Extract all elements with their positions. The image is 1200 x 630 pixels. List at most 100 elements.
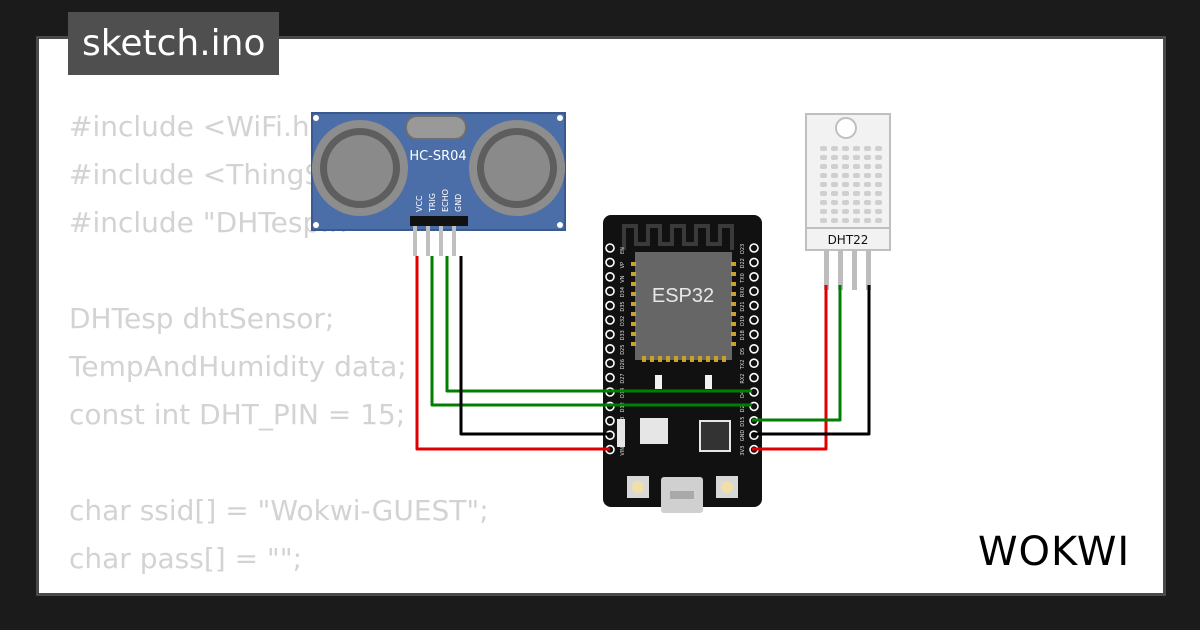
pin-label: TX0 (740, 273, 746, 284)
sensor-label: HC-SR04 (409, 149, 466, 164)
wire-dht-gnd[interactable] (752, 285, 871, 436)
pin-d5[interactable] (749, 343, 759, 354)
pin-label: D26 (620, 359, 626, 369)
grille-hole (864, 191, 871, 196)
grille-hole (853, 218, 860, 223)
pin-label: VIN (620, 447, 626, 456)
grille-hole (853, 173, 860, 178)
pin-tx2[interactable] (749, 358, 759, 369)
grille-hole (875, 200, 882, 205)
pin-label: D32 (620, 316, 626, 326)
pin-label: D18 (740, 330, 746, 340)
pin-label: GND (454, 194, 463, 212)
boot-button[interactable] (716, 476, 738, 498)
grille-hole (842, 164, 849, 169)
wire-dht-data[interactable] (752, 285, 842, 422)
wire-ultrasonic-trig[interactable] (430, 256, 752, 407)
pin-label: D34 (620, 287, 626, 297)
pin-d23[interactable] (749, 243, 759, 253)
esp32-board[interactable]: ESP32 ENVPVND34D35D32D33D25D26D27D14D12D… (603, 215, 762, 513)
pin-label: GND (620, 430, 626, 442)
pin-d27[interactable] (605, 372, 615, 383)
grille-hole (864, 200, 871, 205)
pin-d21[interactable] (749, 300, 759, 311)
pin-d19[interactable] (749, 315, 759, 325)
grille-hole (875, 218, 882, 223)
grille-hole (831, 182, 838, 187)
pin-label: RX0 (740, 287, 746, 297)
pin-d22[interactable] (749, 257, 759, 268)
pin-d32[interactable] (605, 315, 615, 325)
code-line: char ssid[] = "Wokwi-GUEST"; (69, 494, 489, 527)
trig-pin[interactable] (426, 226, 430, 256)
pin-d13[interactable] (605, 415, 615, 426)
pin-label: VCC (415, 195, 424, 212)
pin-label: D33 (620, 330, 626, 340)
pin-vp[interactable] (605, 257, 615, 268)
pin-en[interactable] (605, 243, 615, 253)
grille-hole (864, 146, 871, 151)
grille-hole (875, 155, 882, 160)
grille-hole (842, 200, 849, 205)
grille-hole (842, 173, 849, 178)
pin-label: D13 (620, 417, 626, 427)
wire-ultrasonic-echo[interactable] (445, 256, 752, 393)
pin-label: D4 (740, 391, 746, 398)
dht22-sensor[interactable]: DHT22 (805, 113, 891, 290)
grille-hole (831, 200, 838, 205)
grille-hole (820, 155, 827, 160)
grille-hole (831, 209, 838, 214)
pin-label: D19 (740, 316, 746, 326)
vcc-pin[interactable] (413, 226, 417, 256)
grille-hole (875, 209, 882, 214)
grille-hole (875, 182, 882, 187)
pin-vn[interactable] (605, 271, 615, 282)
pin-label: D5 (740, 348, 746, 355)
gnd-pin[interactable] (452, 226, 456, 256)
reset-button[interactable] (627, 476, 649, 498)
dht-nc-pin[interactable] (852, 250, 857, 290)
wire-ultrasonic-gnd[interactable] (459, 256, 610, 436)
pin-label: D12 (620, 402, 626, 412)
grille-hole (820, 191, 827, 196)
esp32-module: ESP32 (631, 252, 736, 362)
pin-d25[interactable] (605, 343, 615, 354)
pin-tx0[interactable] (749, 271, 759, 282)
pin-d34[interactable] (605, 286, 615, 297)
pin-label: EN (620, 247, 626, 254)
dht-vcc-pin[interactable] (824, 250, 829, 290)
pin-d35[interactable] (605, 300, 615, 311)
ultrasonic-transmitter (312, 120, 408, 216)
wire-dht-vcc[interactable] (752, 285, 828, 451)
grille-hole (842, 155, 849, 160)
pin-d26[interactable] (605, 358, 615, 369)
grille-hole (853, 146, 860, 151)
grille-hole (853, 164, 860, 169)
pin-d33[interactable] (605, 329, 615, 340)
pin-rx2[interactable] (749, 372, 759, 383)
code-preview: #include <WiFi.h>#include <ThingSpeak.h>… (69, 103, 489, 593)
dht-data-pin[interactable] (838, 250, 843, 290)
grille-hole (831, 218, 838, 223)
wokwi-logo: WOKWI (978, 529, 1130, 575)
pin-label: TRIG (428, 193, 437, 213)
grille-hole (842, 191, 849, 196)
pin-label: D25 (620, 345, 626, 355)
echo-pin[interactable] (439, 226, 443, 256)
sensor-label: DHT22 (828, 233, 869, 247)
grille-hole (842, 218, 849, 223)
grille-hole (875, 164, 882, 169)
pin-label: TX2 (740, 360, 746, 371)
pin-label: D35 (620, 301, 626, 311)
pin-rx0[interactable] (749, 286, 759, 297)
code-line: const int DHT_PIN = 15; (69, 398, 406, 431)
pin-d18[interactable] (749, 329, 759, 340)
grille-hole (864, 164, 871, 169)
hc-sr04-sensor[interactable]: HC-SR04 VCC TRIG ECHO GND (311, 112, 566, 256)
wire-ultrasonic-vcc[interactable] (415, 256, 610, 451)
grille-hole (842, 146, 849, 151)
dht-gnd-pin[interactable] (866, 250, 871, 290)
grille-hole (831, 146, 838, 151)
grille-hole (864, 182, 871, 187)
